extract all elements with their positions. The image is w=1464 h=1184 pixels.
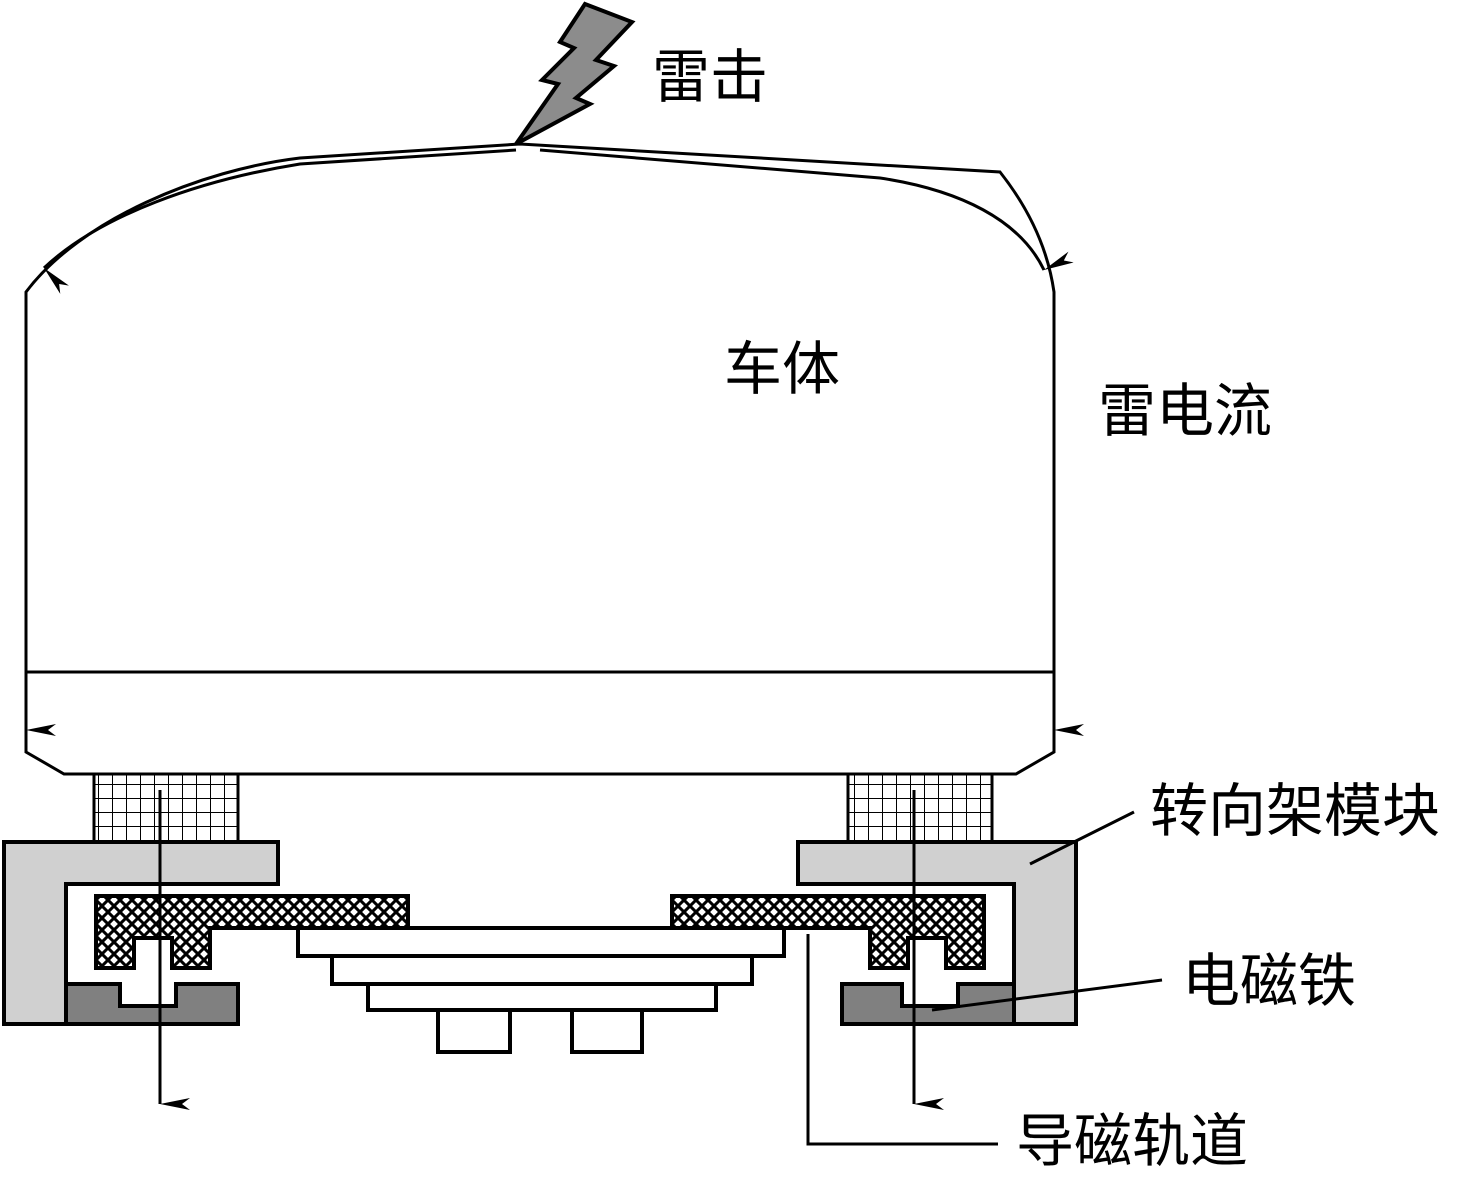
right-electromagnet: [840, 982, 1016, 1026]
right-magnetic-track: [670, 894, 986, 970]
electromagnet-label: 电磁铁: [1182, 947, 1357, 1015]
left-bogie-module: [2, 840, 280, 1026]
lightning-bolt-icon: [514, 1, 636, 146]
leader-magnetic-rail: [806, 934, 998, 1146]
lightning-strike-label: 雷击: [652, 43, 769, 111]
rail-foot-right: [570, 1008, 644, 1054]
car-body-outline: [24, 142, 1056, 776]
leader-electromagnet: [931, 978, 1163, 1012]
left-magnetic-track: [94, 894, 410, 970]
left-suspension-block: [92, 772, 240, 844]
leader-bogie-module: [1029, 810, 1135, 866]
bogie-module-label: 转向架模块: [1150, 777, 1441, 845]
left-electromagnet: [64, 982, 240, 1026]
current-path-roof-right: [539, 148, 1074, 271]
current-path-roof-left: [42, 148, 517, 294]
car-body-label: 车体: [724, 335, 841, 403]
rail-foot-left: [436, 1008, 512, 1054]
right-suspension-block: [846, 772, 994, 844]
magnetic-rail-label: 导磁轨道: [1016, 1107, 1249, 1175]
lightning-current-label: 雷电流: [1098, 377, 1273, 445]
magnetic-rail-base: [296, 926, 786, 1012]
